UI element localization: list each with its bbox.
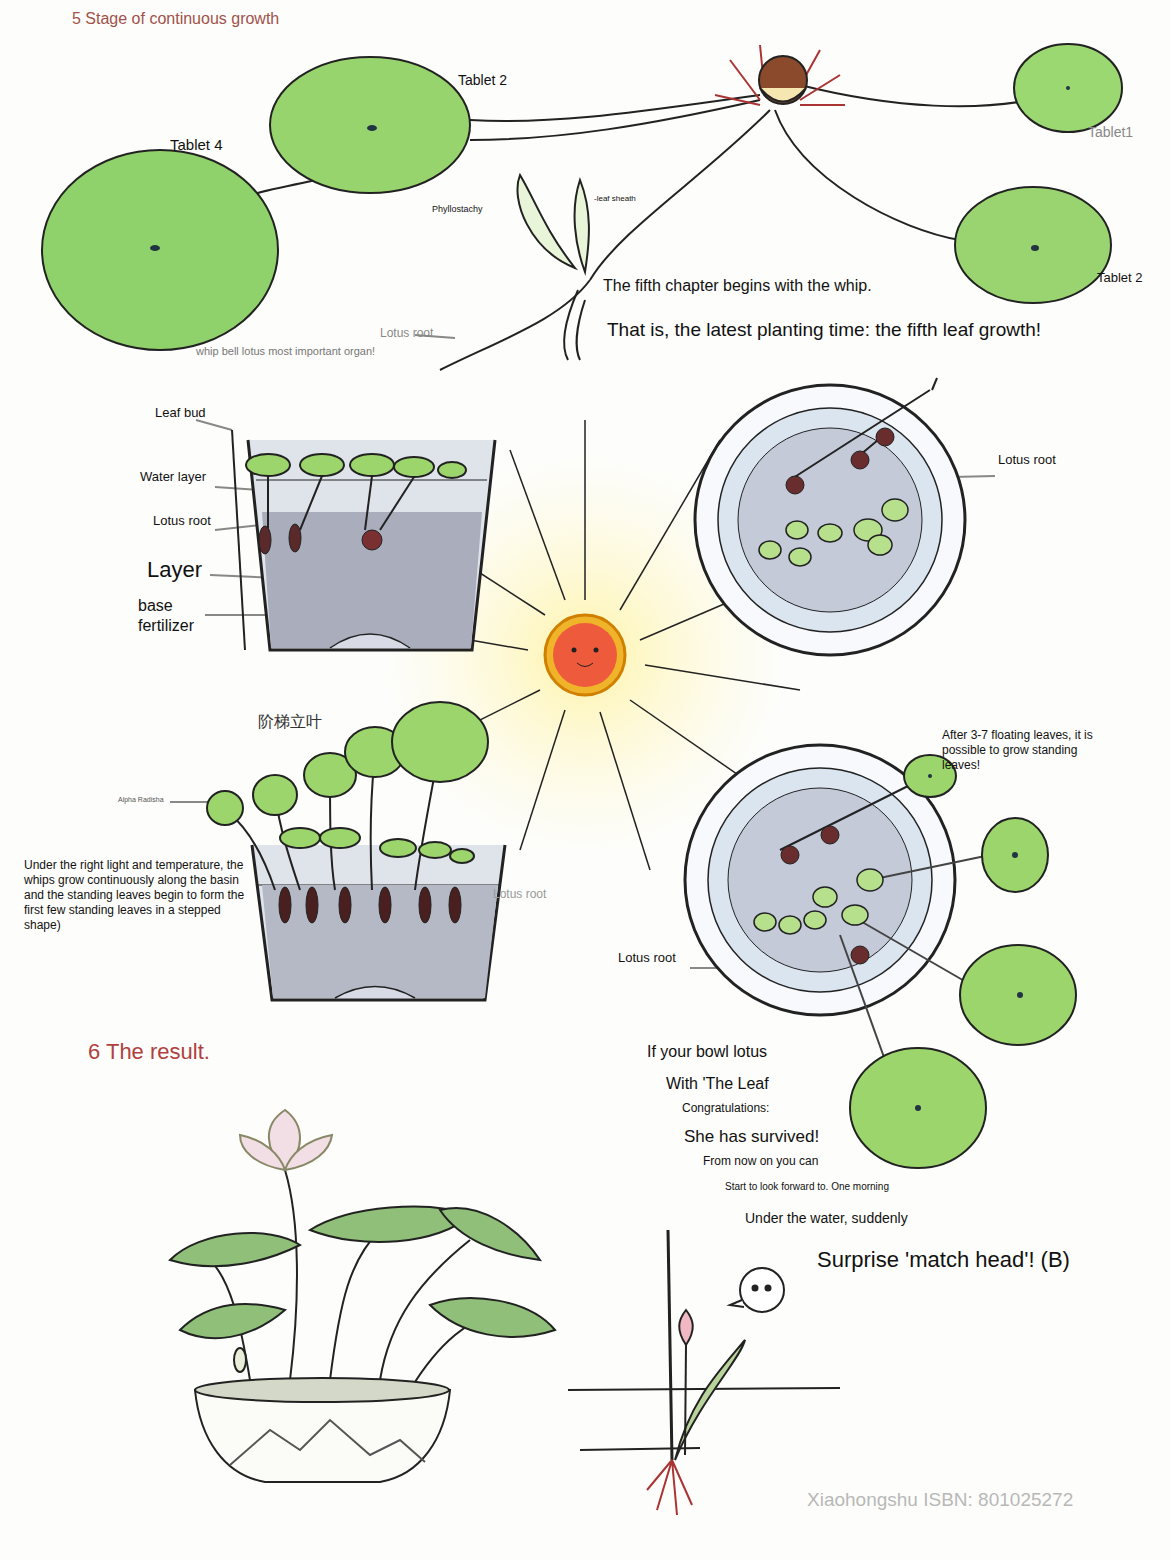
part-label: Tablet 4 <box>170 136 280 155</box>
part-label: That is, the latest planting time: the f… <box>607 318 1157 342</box>
part-label: The fifth chapter begins with the whip. <box>603 276 1023 296</box>
pot-side-view <box>232 430 495 650</box>
part-label: -leaf sheath <box>594 194 640 204</box>
part-label: From now on you can <box>703 1154 923 1169</box>
part-label: Start to look forward to. One morning <box>725 1181 985 1194</box>
part-label: Alpha Radisha <box>118 796 208 805</box>
part-label: Lotus root <box>618 950 728 966</box>
part-label: 阶梯立叶 <box>258 712 388 732</box>
part-label: Layer <box>147 556 257 584</box>
part-label: Tablet1 <box>1088 124 1168 142</box>
part-label: whip bell lotus most important organ! <box>196 345 476 359</box>
part-label: Surprise 'match head'! (B) <box>817 1246 1147 1274</box>
basin-top-view <box>695 378 965 655</box>
part-label: After 3-7 floating leaves, it is possibl… <box>942 728 1102 773</box>
page-title: 5 Stage of continuous growth <box>72 9 492 29</box>
part-label: Phyllostachy <box>432 204 512 215</box>
part-label: Lotus root <box>998 452 1108 468</box>
match-head-bud <box>568 1230 840 1515</box>
part-label: base fertilizer <box>138 596 218 636</box>
leader-lines <box>170 335 995 968</box>
leaf-spots <box>150 86 1070 251</box>
part-label: She has survived! <box>684 1126 904 1147</box>
part-label: Under the right light and temperature, t… <box>24 858 259 933</box>
part-label: Lotus root <box>380 326 470 341</box>
part-label: Leaf bud <box>155 405 245 421</box>
part-label: With 'The Leaf <box>666 1074 886 1094</box>
part-label: Congratulations: <box>682 1101 902 1116</box>
result-bowl-lotus <box>170 1110 555 1482</box>
part-label: Lotus root <box>493 887 583 902</box>
pot-standing-leaves <box>207 702 505 1000</box>
part-label: Under the water, suddenly <box>745 1210 1005 1228</box>
part-label: 6 The result. <box>88 1038 308 1066</box>
part-label: Tablet 2 <box>458 72 568 90</box>
part-label: Tablet 2 <box>1097 270 1169 286</box>
part-label: Water layer <box>140 469 250 485</box>
part-label: Lotus root <box>153 513 263 529</box>
part-label: If your bowl lotus <box>647 1042 867 1062</box>
part-label: Xiaohongshu ISBN: 801025272 <box>807 1488 1157 1512</box>
